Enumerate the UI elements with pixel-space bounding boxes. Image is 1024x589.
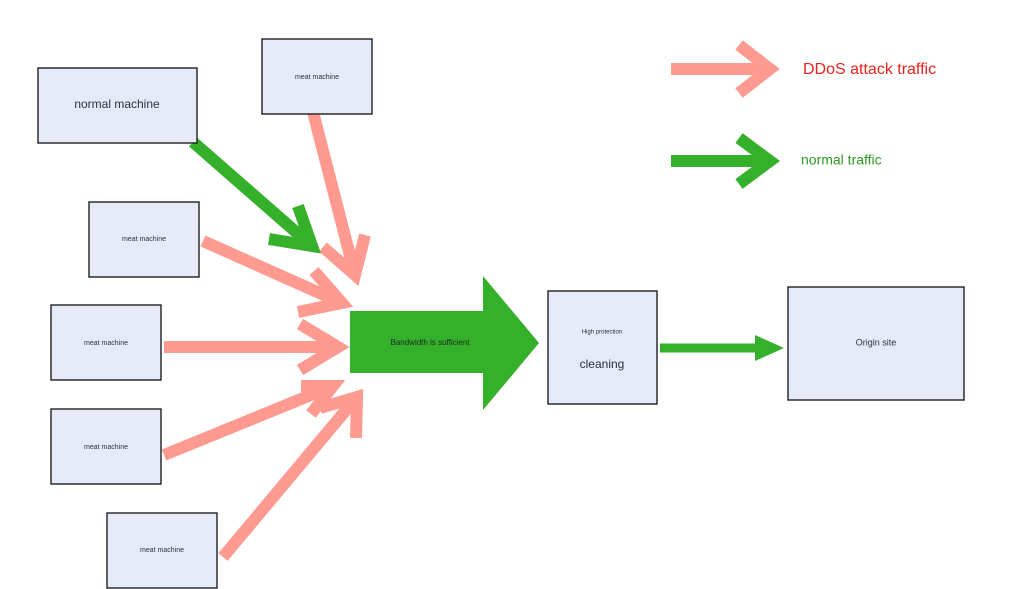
legend-attack-label: DDoS attack traffic bbox=[803, 61, 936, 78]
legend-normal-label: normal traffic bbox=[801, 152, 882, 168]
meat-machine-label: meat machine bbox=[295, 74, 339, 81]
normal-machine-label: normal machine bbox=[74, 97, 160, 111]
meat-machine-label: meat machine bbox=[122, 236, 166, 243]
meat-machine-label: meat machine bbox=[84, 444, 128, 451]
cleaning-box: High protection cleaning bbox=[547, 290, 658, 405]
attack-arrow-from-top-meat-machine bbox=[307, 110, 371, 286]
meat-machine-box-3: meat machine bbox=[50, 408, 162, 485]
normal-machine-box: normal machine bbox=[37, 67, 198, 144]
meat-machine-box-1: meat machine bbox=[88, 201, 200, 278]
meat-machine-label: meat machine bbox=[140, 547, 184, 554]
bandwidth-label: Bandwidth is sufficient bbox=[390, 338, 470, 347]
cleaning-label: cleaning bbox=[580, 357, 625, 371]
meat-machine-box-4: meat machine bbox=[106, 512, 218, 589]
attack-arrow-from-meat-machine-1 bbox=[200, 235, 354, 318]
normal-arrow-from-normal-machine bbox=[189, 137, 321, 254]
high-protection-caption: High protection bbox=[582, 330, 622, 336]
meat-machine-box-2: meat machine bbox=[50, 304, 162, 381]
normal-arrow-to-origin bbox=[660, 335, 784, 361]
legend-attack-arrow bbox=[671, 40, 780, 98]
meat-machine-label: meat machine bbox=[84, 340, 128, 347]
meat-machine-box-top: meat machine bbox=[261, 38, 373, 115]
attack-arrow-from-meat-machine-3 bbox=[161, 380, 346, 461]
legend: DDoS attack traffic normal traffic bbox=[671, 40, 936, 189]
origin-site-label: Origin site bbox=[856, 337, 897, 347]
origin-site-box: Origin site bbox=[787, 286, 965, 401]
attack-arrow-from-meat-machine-2 bbox=[164, 318, 350, 376]
bandwidth-arrow: Bandwidth is sufficient bbox=[350, 276, 539, 410]
legend-normal-arrow bbox=[671, 133, 781, 189]
attack-arrow-from-meat-machine-4 bbox=[218, 388, 364, 561]
